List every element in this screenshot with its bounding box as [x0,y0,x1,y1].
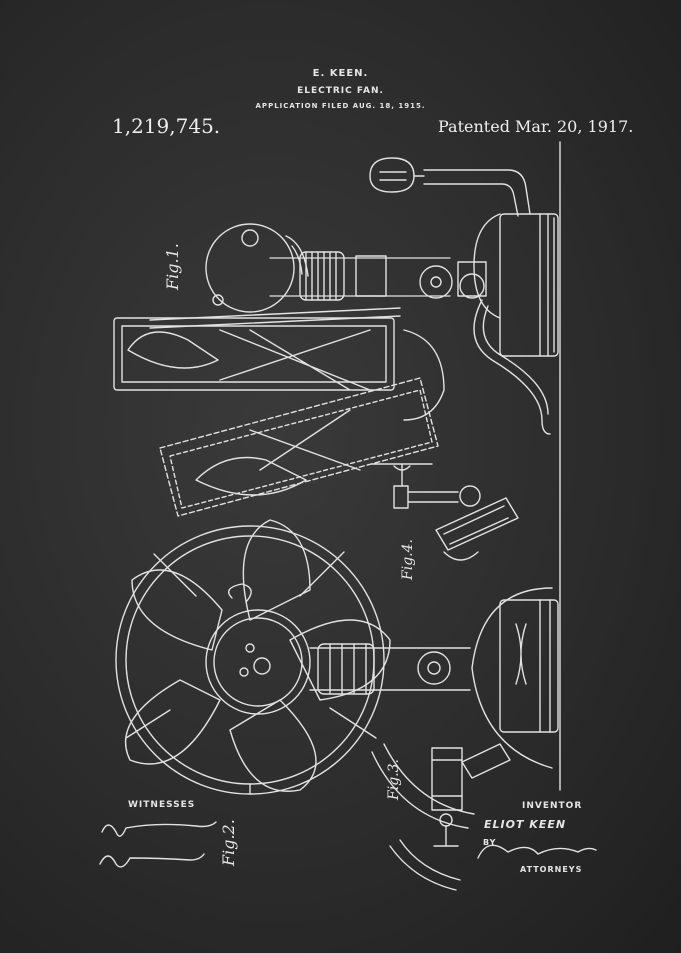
fig2-motor [205,609,311,715]
fig1-drawing: Fig.1. [113,157,559,517]
patent-title: ELECTRIC FAN. [297,86,384,96]
inventor-label: INVENTOR [522,801,583,811]
attorney-signature [477,844,597,859]
fig1-tilted-frame [159,377,439,517]
fig1-base-cord [473,299,551,435]
fig2-base [471,587,553,769]
witness-signature-1 [101,821,217,837]
filing-date: APPLICATION FILED AUG. 18, 1915. [255,102,426,110]
witnesses-label: WITNESSES [128,800,196,810]
fig1-frame [113,317,395,391]
fig3-label: Fig.3. [386,759,402,801]
fig2-drawing: Fig.2. [115,519,559,867]
fan-blade [131,569,223,651]
fig3-drawing: Fig.3. [386,743,511,891]
fig1-motor-housing [205,223,295,313]
by-label: BY [483,838,497,847]
fig2-label: Fig.2. [219,819,238,867]
witness-signature-2 [99,853,205,868]
fig1-base [499,213,559,357]
patented-date: Patented Mar. 20, 1917. [438,117,634,136]
fan-blade [125,679,221,765]
inventor-signature: ELIOT KEEN [484,818,567,831]
fig4-drawing: Fig.4. [371,463,519,581]
patent-number: 1,219,745. [112,114,221,138]
fan-blade [289,619,391,701]
fig2-outer-guard [115,525,385,795]
fig1-label: Fig.1. [163,243,182,291]
fig4-label: Fig.4. [400,539,416,581]
inventor-heading: E. KEEN. [312,68,369,79]
fan-blade [242,519,311,621]
fan-blade [229,699,317,792]
attorneys-label: ATTORNEYS [520,865,583,874]
fig1-cord [413,169,531,217]
